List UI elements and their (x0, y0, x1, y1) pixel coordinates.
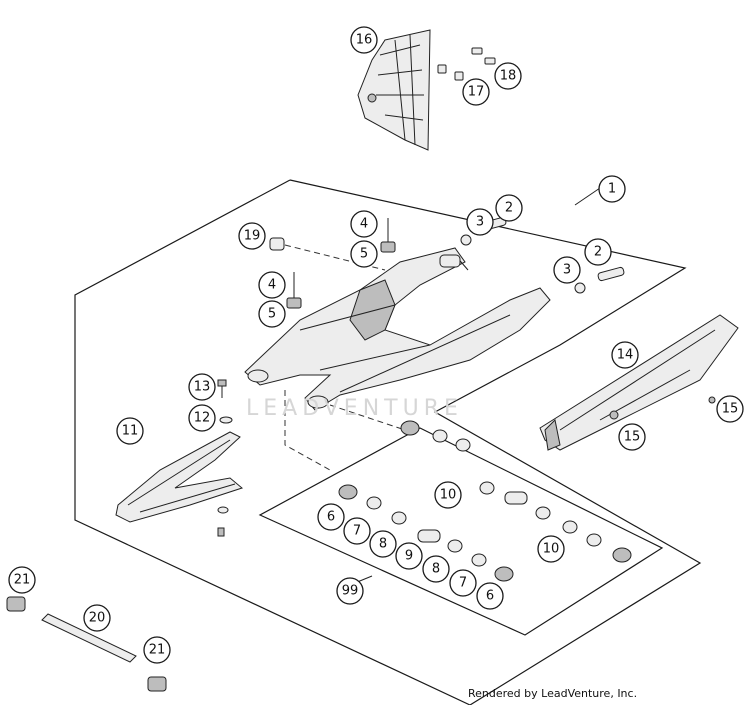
svg-text:7: 7 (459, 576, 467, 591)
render-credit: Rendered by LeadVenture, Inc. (468, 687, 638, 700)
callout-13: 13 (188, 373, 216, 401)
svg-text:21: 21 (14, 573, 31, 588)
svg-text:10: 10 (543, 542, 560, 557)
callout-8b: 8 (422, 555, 450, 583)
watermark: LEADVENTURE (246, 396, 463, 421)
part-20-21-axle (6, 596, 167, 692)
callout-20: 20 (83, 604, 111, 632)
svg-text:9: 9 (405, 549, 413, 564)
svg-text:17: 17 (468, 85, 485, 100)
svg-text:11: 11 (122, 424, 139, 439)
callout-16: 16 (350, 26, 378, 54)
svg-text:1: 1 (608, 182, 616, 197)
svg-text:16: 16 (356, 33, 373, 48)
callout-21a: 21 (8, 566, 36, 594)
callout-4a: 4 (350, 210, 378, 238)
callout-5b: 5 (258, 300, 286, 328)
callout-18: 18 (494, 62, 522, 90)
svg-text:21: 21 (149, 643, 166, 658)
callout-4b: 4 (258, 271, 286, 299)
svg-text:3: 3 (563, 263, 571, 278)
callout-3b: 3 (553, 256, 581, 284)
svg-text:99: 99 (342, 584, 359, 599)
dashed-line-kit (329, 404, 406, 431)
svg-text:8: 8 (432, 562, 440, 577)
leader-1 (574, 187, 601, 206)
callout-1: 1 (598, 175, 626, 203)
svg-text:6: 6 (486, 589, 494, 604)
callout-2b: 2 (584, 238, 612, 266)
dashed-line-11 (284, 390, 331, 471)
callout-15a: 15 (716, 395, 744, 423)
svg-text:10: 10 (440, 488, 457, 503)
svg-text:5: 5 (268, 307, 276, 322)
callout-10b: 10 (537, 535, 565, 563)
part-1-swingarm (244, 247, 551, 411)
callout-7b: 7 (449, 569, 477, 597)
svg-text:12: 12 (194, 411, 211, 426)
callout-21b: 21 (143, 636, 171, 664)
svg-text:4: 4 (360, 217, 368, 232)
part-11-chain-slider (115, 379, 244, 537)
part-19-bushing (269, 237, 285, 251)
assembly-frame (74, 179, 702, 705)
part-16-guard (357, 29, 431, 151)
svg-text:14: 14 (617, 348, 634, 363)
svg-text:2: 2 (594, 245, 602, 260)
svg-text:20: 20 (89, 611, 106, 626)
part-14-chain-guard (539, 314, 739, 451)
svg-text:13: 13 (194, 380, 211, 395)
svg-text:15: 15 (624, 430, 641, 445)
part-4-5-bolts (286, 218, 396, 309)
callout-15b: 15 (618, 423, 646, 451)
callout-7a: 7 (343, 517, 371, 545)
svg-text:19: 19 (244, 229, 261, 244)
svg-text:2: 2 (505, 201, 513, 216)
callout-14: 14 (611, 341, 639, 369)
svg-text:15: 15 (722, 402, 739, 417)
svg-text:7: 7 (353, 524, 361, 539)
svg-text:3: 3 (476, 215, 484, 230)
svg-text:4: 4 (268, 278, 276, 293)
callout-99: 99 (336, 577, 364, 605)
callout-11: 11 (116, 417, 144, 445)
callout-10a: 10 (434, 481, 462, 509)
callout-17: 17 (462, 78, 490, 106)
callout-6a: 6 (317, 503, 345, 531)
callout-19: 19 (238, 222, 266, 250)
callout-12: 12 (188, 404, 216, 432)
part-17-18-screws (437, 47, 496, 81)
callout-3a: 3 (466, 208, 494, 236)
callout-9: 9 (395, 542, 423, 570)
bearing-kit-frame (258, 427, 664, 636)
bearing-kit-parts (338, 420, 632, 582)
svg-text:5: 5 (360, 247, 368, 262)
svg-text:18: 18 (500, 69, 517, 84)
callout-8a: 8 (369, 530, 397, 558)
callout-5a: 5 (350, 240, 378, 268)
callout-2a: 2 (495, 194, 523, 222)
callout-6b: 6 (476, 582, 504, 610)
svg-text:6: 6 (327, 510, 335, 525)
svg-text:8: 8 (379, 537, 387, 552)
